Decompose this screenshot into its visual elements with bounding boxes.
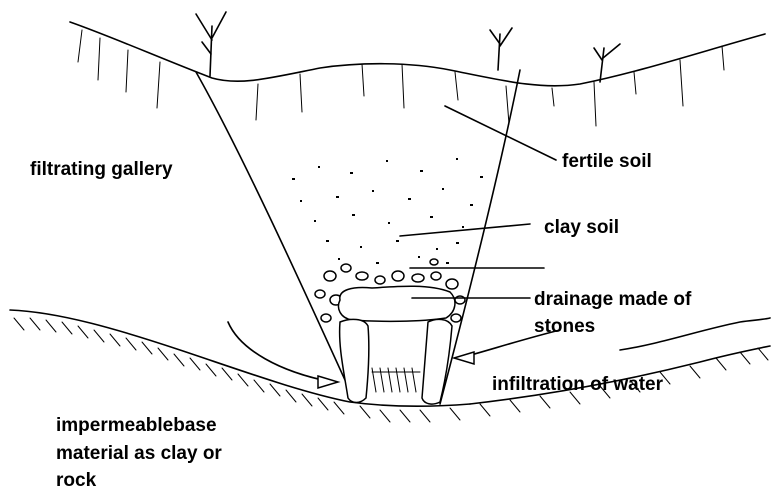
label-fertile-soil: fertile soil [562,151,652,172]
label-drainage-line1: drainage made of [534,289,692,310]
label-drainage-line2: stones [534,316,595,337]
water-channel-hatching [372,368,420,392]
right-ground-line [620,318,770,350]
label-infiltration: infiltration of water [492,374,664,395]
label-base-line2: material as clay or [56,443,222,464]
leader-clay-soil [400,224,530,236]
drainage-top-stone [339,286,455,321]
infiltration-right-arrow-icon [454,352,474,364]
label-filtrating-gallery: filtrating gallery [30,159,173,180]
trench-left-wall [196,72,355,402]
drainage-right-pillar [422,319,452,404]
ground-surface-line [70,22,765,86]
label-base-line3: rock [56,470,97,491]
surface-hatching [78,30,724,126]
plant-sprouts [196,12,620,82]
impermeable-base-left [10,310,470,406]
leader-fertile-soil [445,106,556,160]
infiltration-left-curve [228,322,332,382]
label-clay-soil: clay soil [544,217,619,238]
clay-soil-speckles [292,158,483,264]
infiltration-left-arrow-icon [318,376,338,388]
trench-right-wall [440,70,520,404]
label-base-line1: impermeablebase [56,415,217,436]
drainage-left-pillar [340,319,369,402]
